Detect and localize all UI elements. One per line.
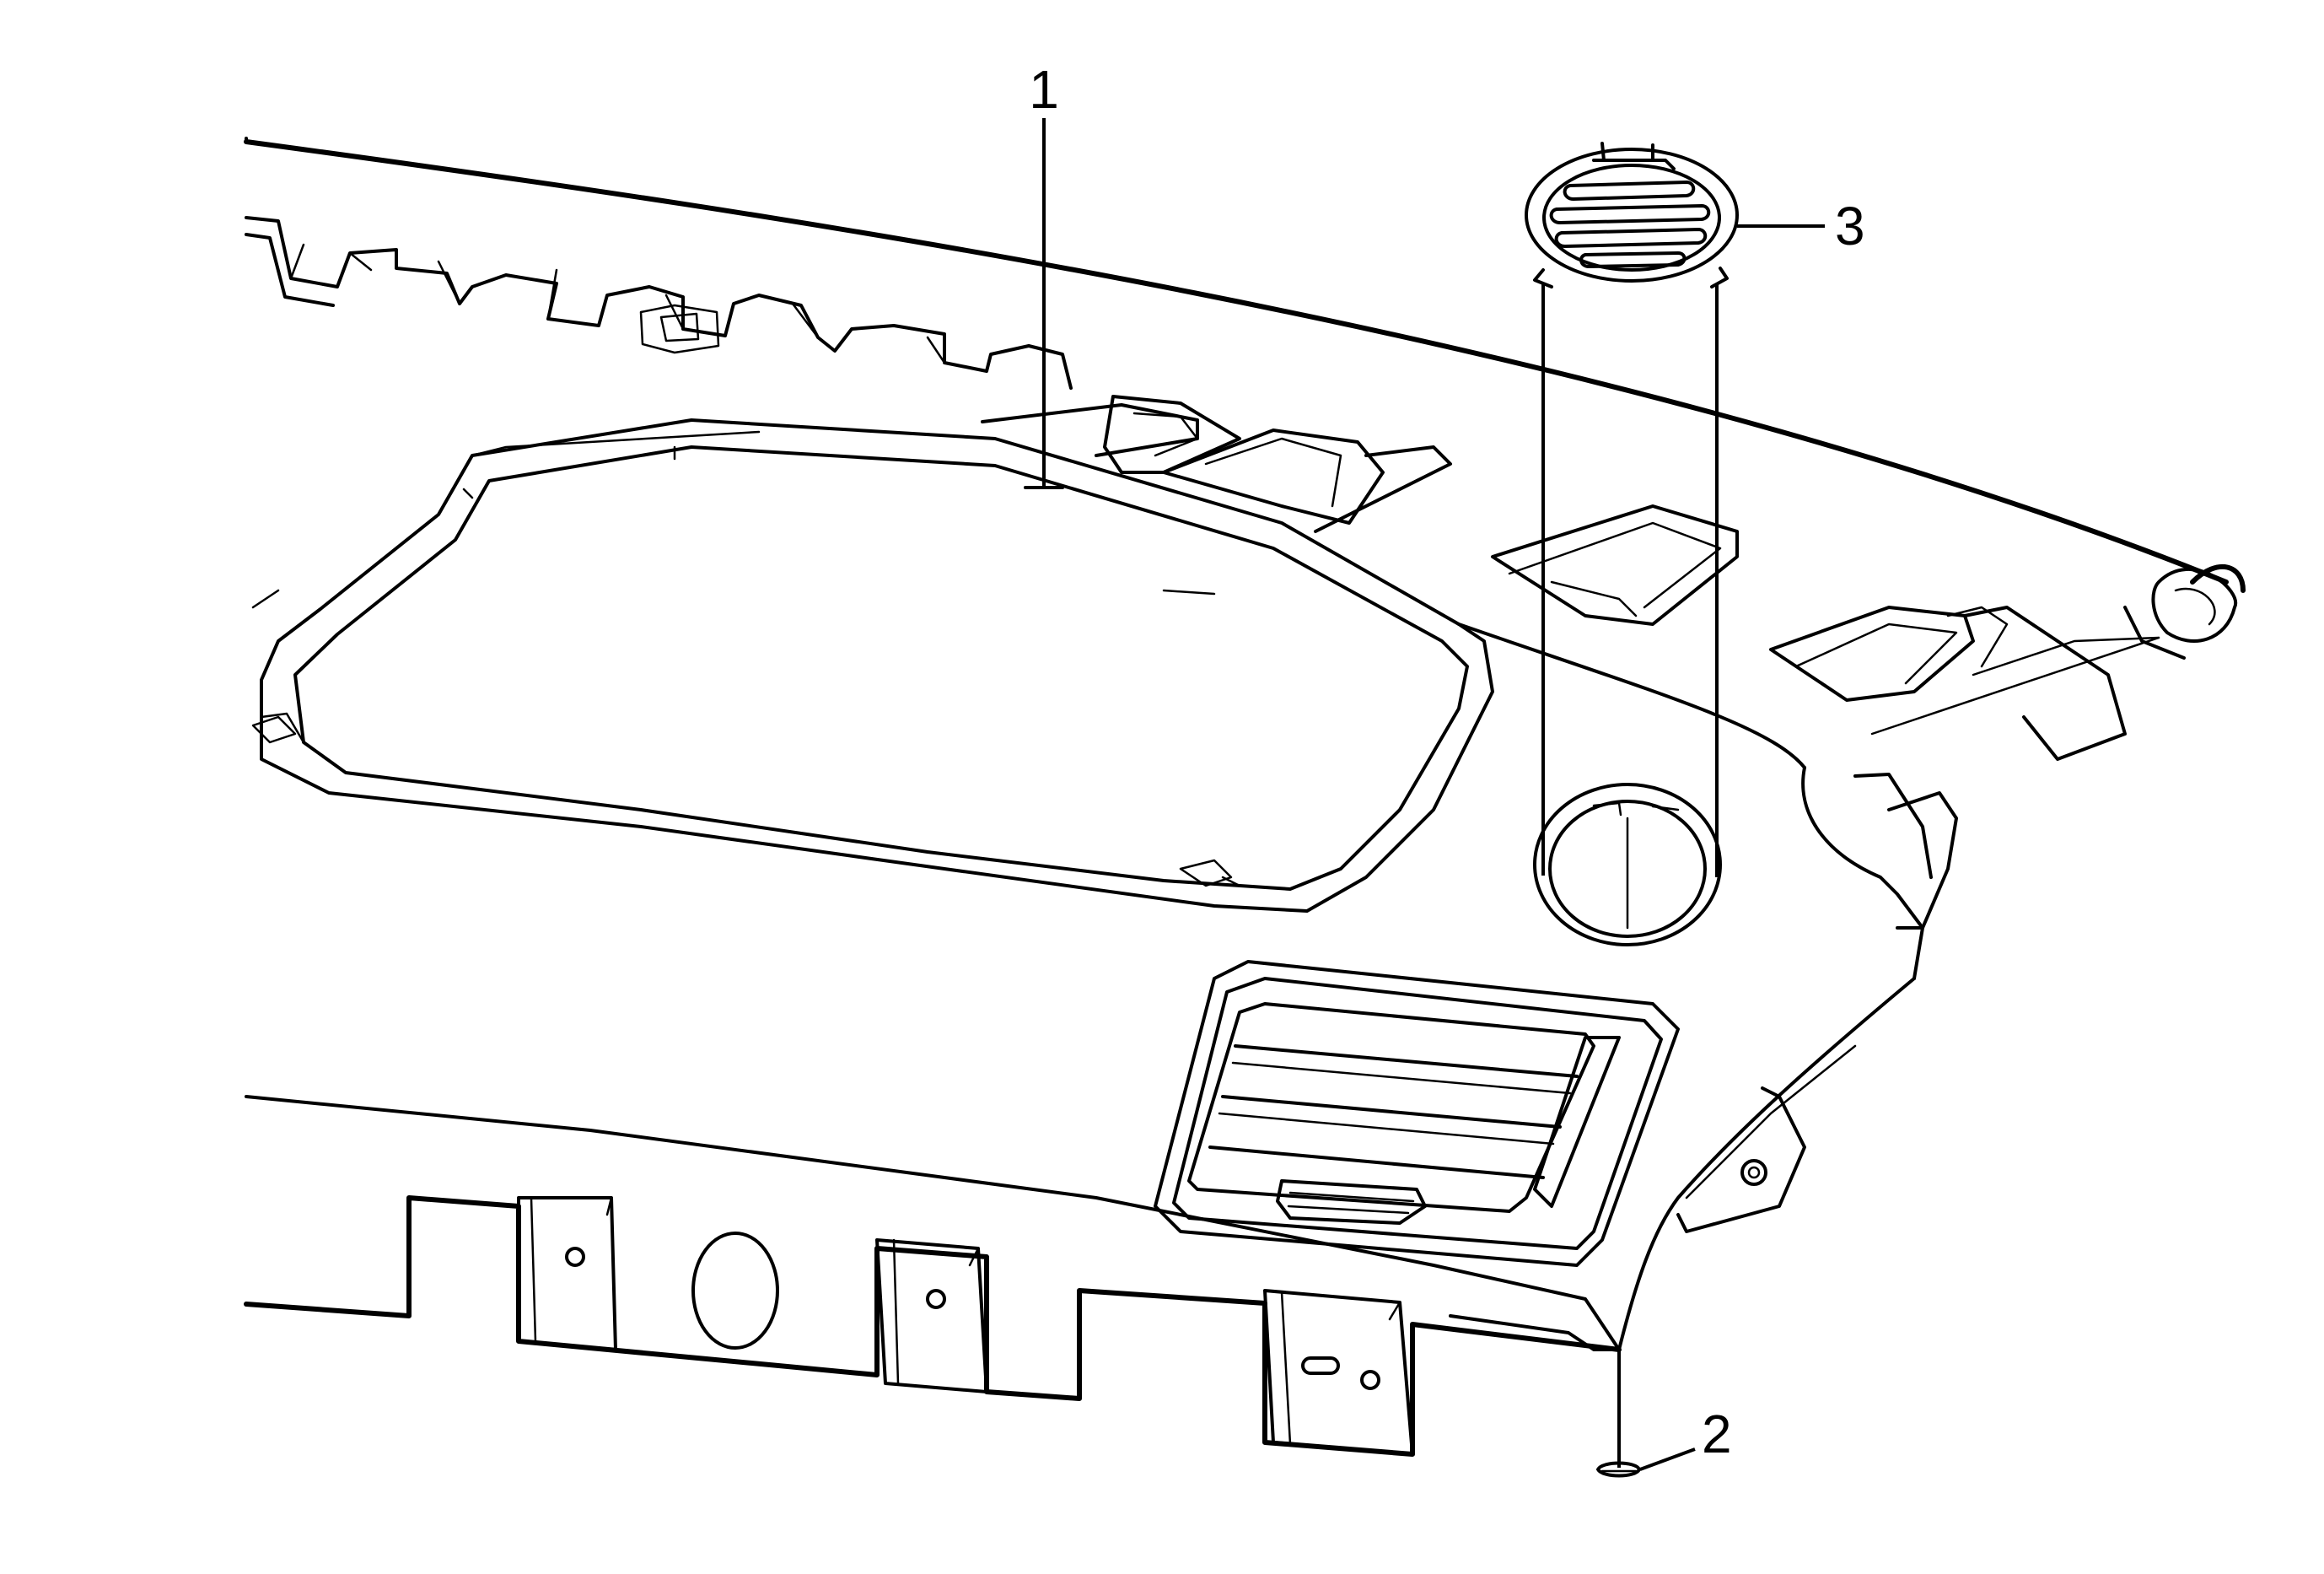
speaker-opening xyxy=(1533,783,1722,946)
callout-2-label: 2 xyxy=(1702,1404,1732,1464)
defroster-grille-ribs xyxy=(245,216,2238,761)
callout-2: 2 xyxy=(1639,1404,1732,1471)
callout-3-label: 3 xyxy=(1835,196,1865,256)
speaker-grille xyxy=(1525,142,1739,288)
side-air-outlet xyxy=(1154,960,1680,1267)
callout-1: 1 xyxy=(1024,59,1064,489)
fastener xyxy=(1596,1350,1641,1478)
instrument-panel-body xyxy=(244,623,1958,1457)
instrument-panel-top-edge xyxy=(244,137,2246,593)
explode-guide-lines xyxy=(1541,283,1719,877)
callout-3: 3 xyxy=(1737,196,1865,256)
cluster-opening xyxy=(251,418,1494,913)
callout-1-label: 1 xyxy=(1029,59,1059,120)
